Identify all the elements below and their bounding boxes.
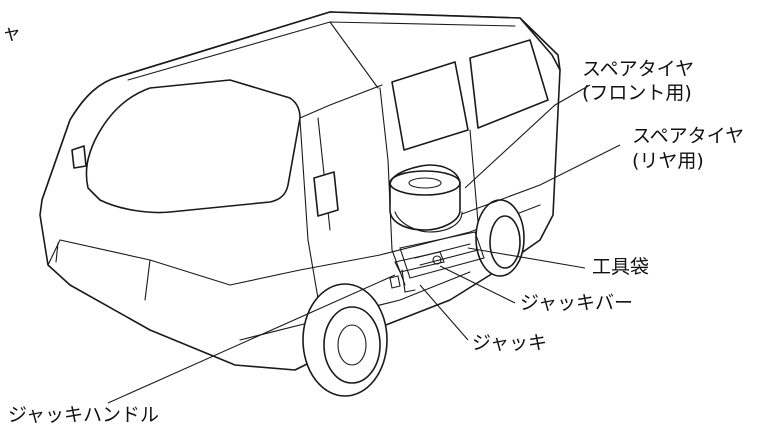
leader-jack <box>419 284 469 341</box>
tools-cluster <box>389 231 485 293</box>
van-body <box>39 11 561 371</box>
leader-spare-rear <box>461 144 621 215</box>
jack-handle-label: ジャッキハンドル <box>8 404 160 426</box>
spare-tire-front <box>389 164 461 231</box>
jack-bar-label: ジャッキバー <box>520 292 634 314</box>
spare-tire-rear <box>394 211 463 233</box>
leader-lines <box>107 84 621 404</box>
leader-jack-bar <box>439 265 516 304</box>
spare-front-label-2: (フロント用) <box>582 82 692 104</box>
jack-label: ジャッキ <box>472 332 548 354</box>
spare-rear-label-2: (リヤ用) <box>632 150 704 172</box>
corner-fragment-label: ャ <box>2 22 22 44</box>
leader-spare-front <box>464 84 591 189</box>
spare-rear-label-1: スペアタイヤ <box>632 125 745 147</box>
leader-jack-handle <box>107 274 396 404</box>
front-wheel <box>302 283 388 397</box>
spare-front-label-1: スペアタイヤ <box>582 58 695 80</box>
tool-bag-label: 工具袋 <box>592 256 650 278</box>
rear-wheel <box>475 199 525 277</box>
leader-tool-bag <box>467 247 586 269</box>
